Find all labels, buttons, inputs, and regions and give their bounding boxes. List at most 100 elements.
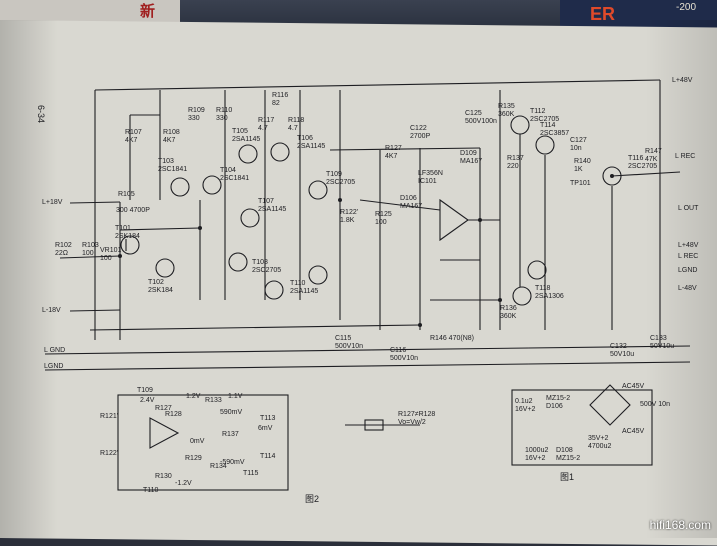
- rail-lgnd2-label: LGND: [44, 363, 63, 370]
- svg-text:R133: R133: [205, 397, 222, 404]
- svg-text:T110: T110: [143, 487, 159, 494]
- svg-text:R122': R122': [100, 450, 118, 457]
- side-label-l-rec2: L REC: [678, 253, 698, 260]
- svg-text:-590mV: -590mV: [220, 459, 245, 466]
- svg-text:T113: T113: [260, 415, 276, 422]
- svg-text:R130: R130: [155, 473, 172, 480]
- rail-gnd-label: L GND: [44, 347, 65, 354]
- magazine-year: -200: [676, 2, 697, 13]
- label-tp101: TP101: [570, 180, 591, 187]
- svg-text:T115: T115: [243, 470, 259, 477]
- magazine-title: ER: [590, 4, 616, 24]
- svg-text:6mV: 6mV: [258, 425, 273, 432]
- figure-2-caption: 图2: [305, 494, 319, 504]
- svg-text:0mV: 0mV: [190, 438, 205, 445]
- label-r122: R122'1.8K: [340, 209, 358, 224]
- transistor-t111: [264, 280, 284, 300]
- watermark: hifi168.com: [649, 518, 711, 532]
- label-r105: R105: [118, 191, 135, 198]
- rail-pos18-label: L+18V: [42, 199, 63, 206]
- svg-text:R121': R121': [100, 413, 118, 420]
- side-label-l-48v-neg: L-48V: [678, 285, 697, 292]
- label-c102: 300 4700P: [116, 207, 150, 214]
- svg-text:R134: R134: [210, 463, 227, 470]
- svg-text:AC45V: AC45V: [622, 428, 645, 435]
- svg-text:590mV: 590mV: [220, 409, 243, 416]
- svg-text:1.1V: 1.1V: [228, 393, 243, 400]
- figure-2: T109 T110 R121' R122' R127 R128 R129 R13…: [100, 387, 319, 504]
- rail-lgnd2: [44, 361, 691, 371]
- svg-text:-1.2V: -1.2V: [175, 480, 192, 487]
- rail-gnd: [44, 345, 691, 355]
- svg-text:R137: R137: [222, 431, 239, 438]
- svg-text:AC45V: AC45V: [622, 383, 645, 390]
- svg-text:R127: R127: [155, 405, 172, 412]
- transistor-t113: [527, 260, 547, 280]
- rail-neg18-label: L-18V: [42, 307, 61, 314]
- page-number: 6-34: [36, 105, 46, 123]
- svg-text:1.2V: 1.2V: [186, 393, 201, 400]
- stamp-text: 新: [140, 3, 156, 20]
- svg-text:T114: T114: [260, 453, 276, 460]
- side-label-l-out: L OUT: [678, 205, 699, 212]
